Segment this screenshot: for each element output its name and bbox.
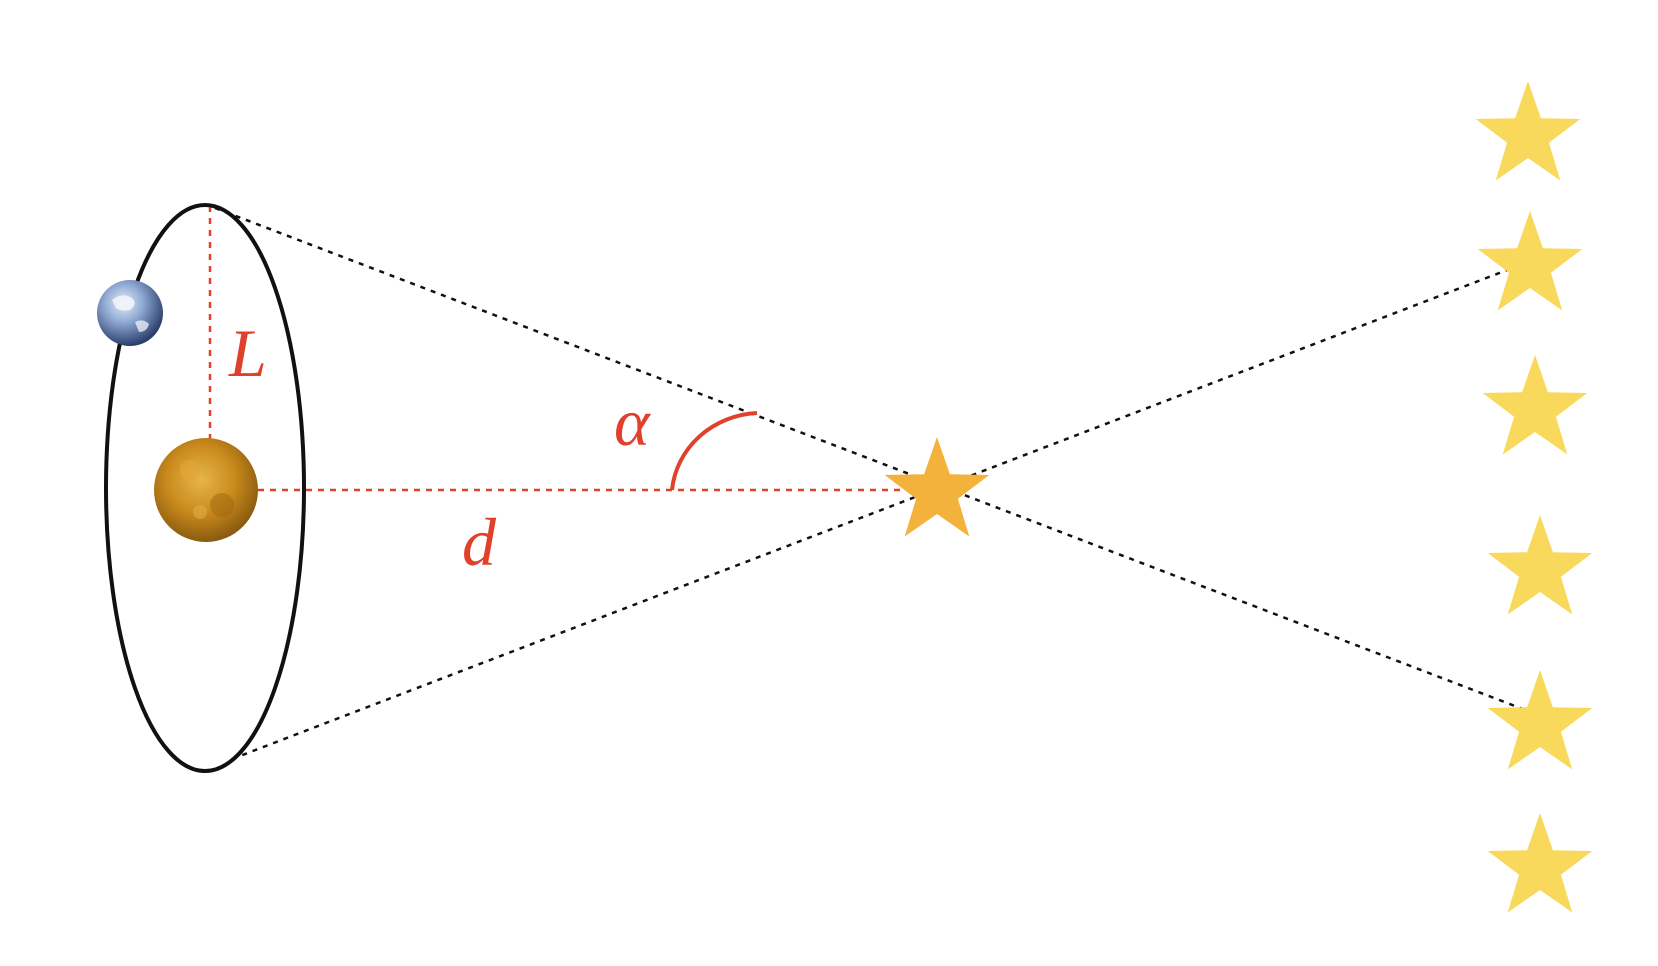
sight-line-bottom [231, 260, 1529, 761]
background-star-icon [1487, 813, 1593, 913]
radius-label: L [228, 315, 267, 391]
angle-arc [670, 411, 758, 491]
sight-line-top [214, 206, 1529, 713]
background-stars [1475, 81, 1593, 913]
background-star-icon [1487, 515, 1593, 615]
earth-orbit [104, 203, 306, 773]
background-star-icon [1477, 211, 1583, 311]
background-star-icon [1475, 81, 1581, 181]
near-star-icon [884, 437, 990, 537]
background-star-icon [1482, 355, 1588, 455]
distance-label: d [462, 504, 497, 580]
sun-icon [154, 438, 258, 542]
background-star-icon [1487, 670, 1593, 770]
angle-label: α [614, 384, 651, 460]
earth-icon [97, 280, 163, 346]
